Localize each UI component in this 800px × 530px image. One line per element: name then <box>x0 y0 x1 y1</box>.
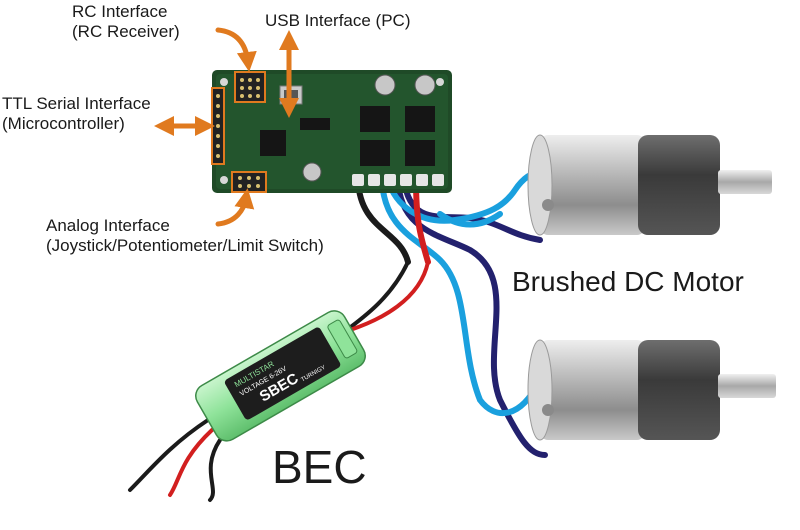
bec-module: MULTISTAR VOLTAGE 6-26V SBEC TURNIGY <box>191 307 369 446</box>
ttl-serial-label: TTL Serial Interface (Microcontroller) <box>2 94 151 134</box>
motor-controller-board <box>212 70 452 193</box>
bec-label: BEC <box>272 440 367 494</box>
rc-interface-subtitle: (RC Receiver) <box>72 22 180 42</box>
rc-interface-label: RC Interface (RC Receiver) <box>72 2 180 42</box>
motor-wires <box>382 172 545 455</box>
usb-interface-label: USB Interface (PC) <box>265 11 411 31</box>
analog-interface-subtitle: (Joystick/Potentiometer/Limit Switch) <box>46 236 324 256</box>
rc-interface-title: RC Interface <box>72 2 180 22</box>
analog-interface-label: Analog Interface (Joystick/Potentiometer… <box>46 216 324 256</box>
dc-motor-lower <box>528 340 776 440</box>
ttl-serial-subtitle: (Microcontroller) <box>2 114 151 134</box>
ttl-serial-title: TTL Serial Interface <box>2 94 151 114</box>
dc-motor-upper <box>528 135 772 235</box>
brushed-dc-motor-label: Brushed DC Motor <box>512 266 744 298</box>
analog-interface-title: Analog Interface <box>46 216 324 236</box>
rc-arrow <box>218 30 248 62</box>
